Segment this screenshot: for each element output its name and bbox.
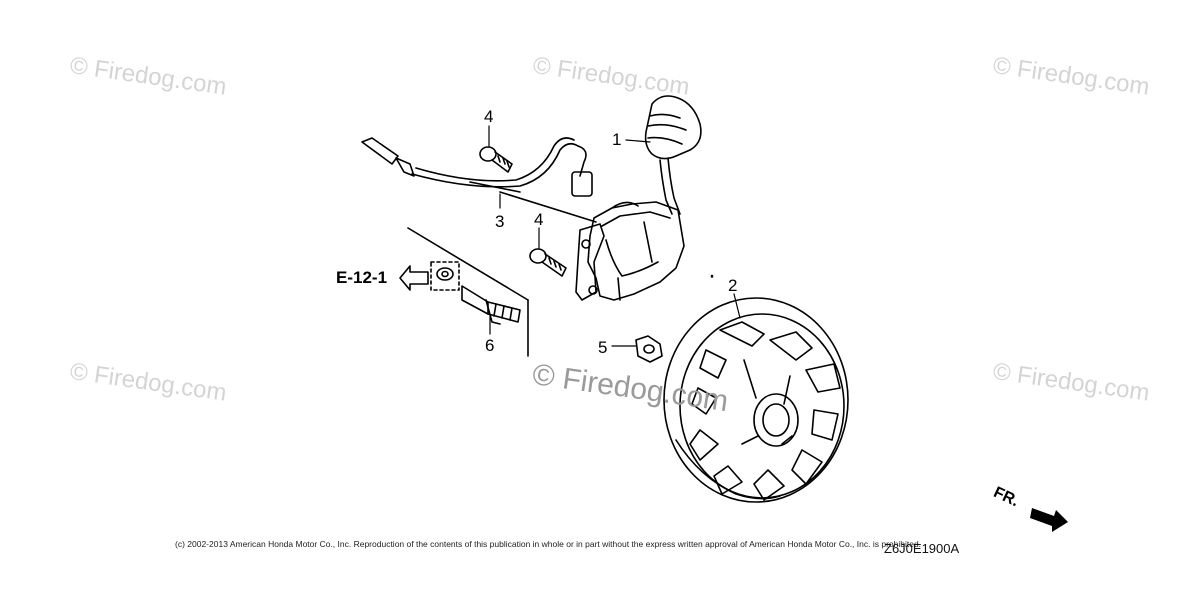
bolt-part-4-lower [529,248,567,277]
bolt-part-6 [430,261,521,325]
front-direction-arrow-icon [1030,508,1068,532]
leader-lines [488,125,741,347]
callout-part-6: 6 [485,336,495,355]
lead-wire-part-3 [361,137,597,223]
bolt-part-4-upper [479,146,513,173]
callout-part-4-lower: 4 [534,210,544,229]
callout-part-5: 5 [598,338,608,357]
callout-part-1: 1 [612,130,622,149]
copyright-notice: (c) 2002-2013 American Honda Motor Co., … [175,539,922,549]
callout-part-4-upper: 4 [484,107,494,126]
reference-arrow-icon [399,265,429,291]
ignition-coil-body [575,201,685,301]
callout-part-2: 2 [728,276,738,295]
reference-label: E-12-1 [336,268,388,287]
diagram-code: Z6J0E1900A [884,541,960,556]
reference-outline [407,227,529,357]
callout-part-3: 3 [495,212,505,231]
flange-nut-part-5 [635,335,663,363]
spark-plug-cap-part-1 [644,95,702,215]
flywheel-part-2 [663,274,849,503]
